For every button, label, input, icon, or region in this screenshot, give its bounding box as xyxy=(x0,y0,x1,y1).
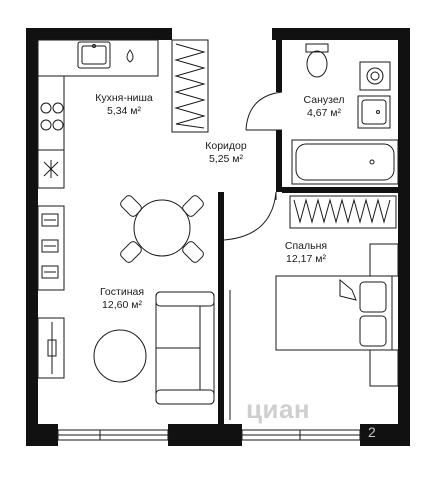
watermark-suffix: 2 xyxy=(368,424,376,440)
bedroom-wardrobe xyxy=(289,195,397,229)
bedroom-wall xyxy=(218,192,224,424)
bathroom-door-swing xyxy=(245,91,283,131)
room-label-living: Гостиная 12,60 м² xyxy=(82,286,162,312)
room-area: 12,60 м² xyxy=(102,299,142,311)
sofa xyxy=(155,291,215,405)
room-label-corridor: Коридор 5,25 м² xyxy=(176,140,276,166)
kitchen-counter xyxy=(37,39,159,189)
room-label-bedroom: Спальня 12,17 м² xyxy=(266,240,346,266)
tv-stand xyxy=(37,317,65,379)
room-label-kitchen: Кухня-ниша 5,34 м² xyxy=(76,92,172,118)
room-name: Кухня-ниша xyxy=(95,92,153,104)
corridor-wardrobe xyxy=(171,39,209,133)
bed xyxy=(275,243,399,387)
room-area: 5,34 м² xyxy=(106,105,142,117)
room-area: 12,17 м² xyxy=(286,253,326,265)
watermark-brand: циан xyxy=(246,394,311,424)
room-name: Спальня xyxy=(284,240,328,252)
living-shelves xyxy=(37,205,65,291)
bathroom-fixtures xyxy=(291,43,399,185)
round-rug xyxy=(93,329,147,383)
dining-set xyxy=(120,195,204,263)
room-area: 5,25 м² xyxy=(208,153,244,165)
room-label-bathroom: Санузел 4,67 м² xyxy=(286,94,362,120)
room-name: Гостиная xyxy=(99,286,145,298)
room-area: 4,67 м² xyxy=(306,107,342,119)
room-name: Коридор xyxy=(205,140,247,152)
bedroom-door-swing xyxy=(223,191,277,241)
windows xyxy=(57,429,361,441)
outer-walls xyxy=(26,28,410,446)
room-name: Санузел xyxy=(303,94,345,106)
